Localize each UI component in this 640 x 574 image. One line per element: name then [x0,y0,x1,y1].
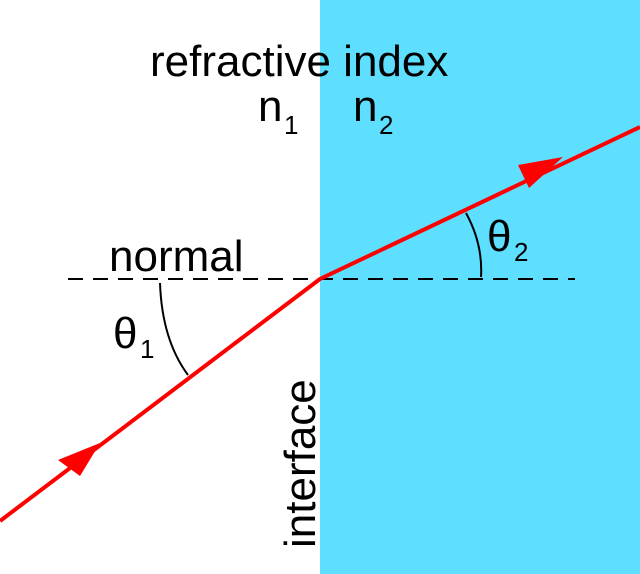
medium-2-region [320,0,640,574]
incident-arrowhead [58,443,100,476]
theta2-arc [465,212,483,278]
refracted-arrowhead [518,157,563,188]
n1-label: n [258,82,282,131]
interface-label: interface [276,379,325,548]
normal-label: normal [109,232,244,281]
theta1-label: θ [113,309,137,358]
n2-subscript: 2 [379,110,393,140]
n2-label: n [353,82,377,131]
theta1-subscript: 1 [140,334,154,364]
theta2-subscript: 2 [514,237,528,267]
theta2-label: θ [487,212,511,261]
theta1-arc [159,282,189,376]
n1-subscript: 1 [284,110,298,140]
refractive-index-title: refractive index [150,37,448,86]
